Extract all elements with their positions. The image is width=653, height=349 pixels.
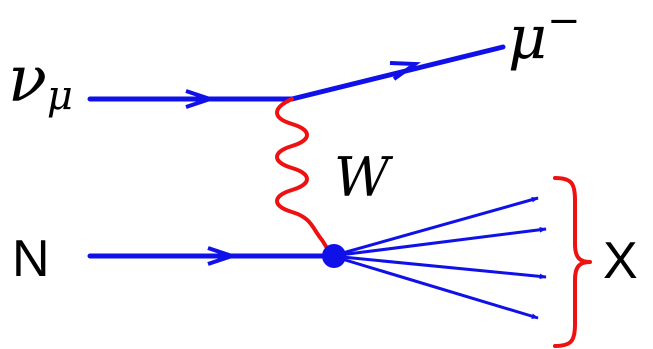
neutrino-arrow [185, 89, 217, 109]
nucleon-label: N [12, 230, 50, 288]
muon-arrow [389, 61, 421, 81]
neutrino-subscript: μ [47, 73, 73, 119]
w-boson-line [275, 97, 334, 258]
interaction-vertex [322, 244, 346, 268]
nucleon-arrow [207, 246, 239, 266]
hadron-line-1 [331, 196, 539, 258]
muon-superscript: − [547, 0, 581, 44]
hadronic-system-label: X [603, 232, 638, 290]
muon-line [289, 44, 506, 102]
muon-symbol: μ [508, 3, 547, 73]
hadron-brace [553, 176, 592, 348]
muon-label: μ− [508, 0, 581, 73]
hadron-line-2 [331, 227, 547, 258]
neutrino-symbol: ν [8, 43, 47, 117]
w-boson-label: W [334, 146, 394, 209]
hadron-line-4 [331, 254, 539, 320]
neutrino-label: νμ [8, 43, 73, 119]
hadron-line-3 [331, 254, 547, 280]
